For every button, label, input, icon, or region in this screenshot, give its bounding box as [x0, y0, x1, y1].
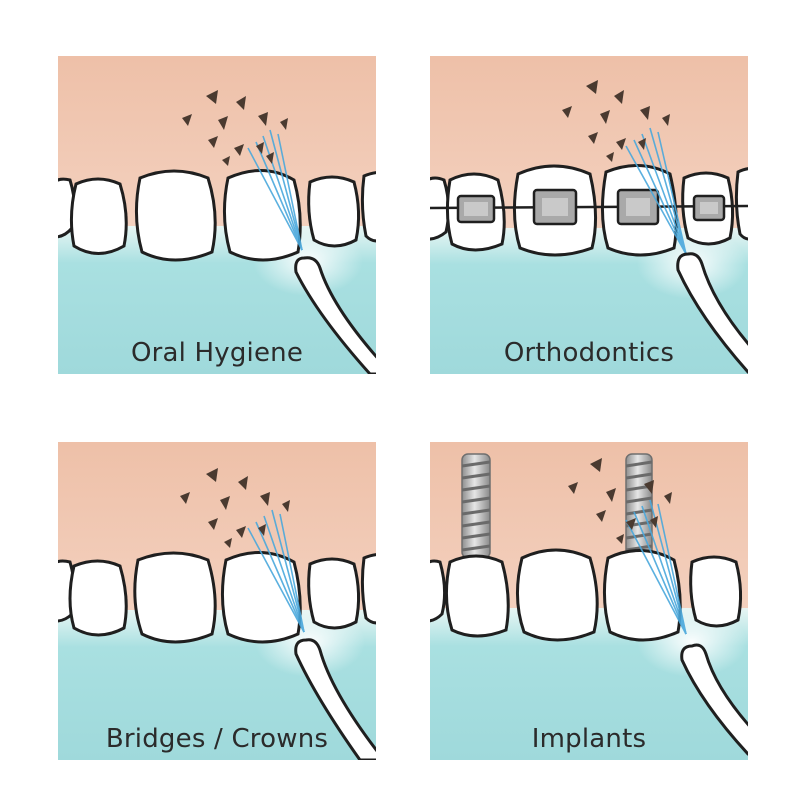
water-flosser-tip	[294, 638, 376, 760]
implant-crown	[602, 548, 682, 642]
water-flosser-tip	[680, 643, 748, 756]
water-jet	[625, 127, 687, 255]
water-flosser-tip	[676, 252, 748, 374]
water-flosser-tip	[294, 256, 376, 374]
panel-orthodontics: Orthodontics	[430, 56, 748, 374]
tooth	[689, 555, 743, 628]
debris-particles	[182, 90, 288, 166]
implant-screw-left	[461, 453, 491, 559]
bracket-highlights	[464, 198, 718, 216]
water-jet	[625, 499, 687, 635]
panel-oral-hygiene: Oral Hygiene	[58, 56, 376, 374]
tooth	[133, 551, 217, 644]
teeth-row	[58, 168, 376, 262]
water-jet	[247, 509, 305, 633]
tooth	[307, 175, 361, 248]
caption-oral-hygiene: Oral Hygiene	[130, 338, 304, 368]
tooth	[430, 559, 447, 623]
panel-implants: Implants	[430, 442, 748, 760]
debris-particles	[562, 80, 670, 162]
tooth	[515, 548, 599, 642]
water-jet	[247, 129, 303, 251]
debris-particles	[180, 468, 290, 548]
teeth-row	[430, 548, 743, 642]
tooth	[734, 167, 748, 241]
tooth	[220, 550, 302, 644]
bridges-crowns-illustration	[58, 442, 376, 760]
orthodontics-illustration	[430, 56, 748, 374]
caption-orthodontics: Orthodontics	[503, 338, 675, 368]
oral-hygiene-illustration	[58, 56, 376, 374]
implant-crown	[444, 554, 510, 638]
debris-particles	[568, 458, 672, 544]
tooth	[68, 559, 128, 637]
caption-implants: Implants	[531, 724, 647, 754]
implants-illustration	[430, 442, 748, 760]
tooth	[360, 553, 376, 625]
panel-bridges-crowns: Bridges / Crowns	[58, 442, 376, 760]
tooth	[307, 557, 361, 630]
tooth	[69, 177, 128, 255]
teeth-row	[58, 550, 376, 644]
implant-screw-right	[625, 453, 653, 565]
tooth	[134, 169, 217, 262]
caption-bridges-crowns: Bridges / Crowns	[105, 724, 329, 754]
tooth	[360, 171, 376, 243]
